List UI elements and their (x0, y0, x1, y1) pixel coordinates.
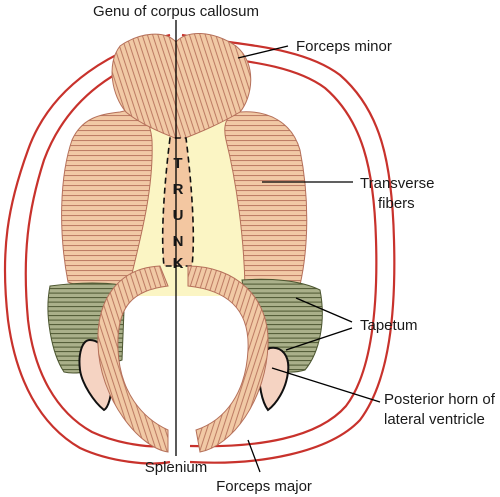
label-transverse-fibers-2: fibers (378, 195, 415, 212)
trunk-letter: T (173, 155, 182, 172)
label-transverse-fibers: Transverse (360, 175, 434, 192)
label-posterior-horn: Posterior horn of (384, 391, 496, 408)
trunk-letter: K (173, 255, 184, 272)
label-genu: Genu of corpus callosum (93, 3, 259, 20)
trunk-letter: U (173, 207, 184, 224)
forceps-major (97, 265, 169, 453)
trunk-letter: R (173, 181, 184, 198)
trunk (161, 137, 195, 267)
label-splenium: Splenium (145, 459, 208, 476)
leader-lines (237, 45, 381, 473)
trunk-letters: T R U N K (173, 155, 184, 272)
forceps-major-right (187, 265, 269, 453)
label-forceps-minor: Forceps minor (296, 38, 392, 55)
label-posterior-horn-2: lateral ventricle (384, 411, 485, 428)
hemisphere-outline (3, 33, 396, 465)
trunk-letter: N (173, 233, 184, 250)
label-forceps-major: Forceps major (216, 478, 312, 495)
label-tapetum: Tapetum (360, 317, 418, 334)
